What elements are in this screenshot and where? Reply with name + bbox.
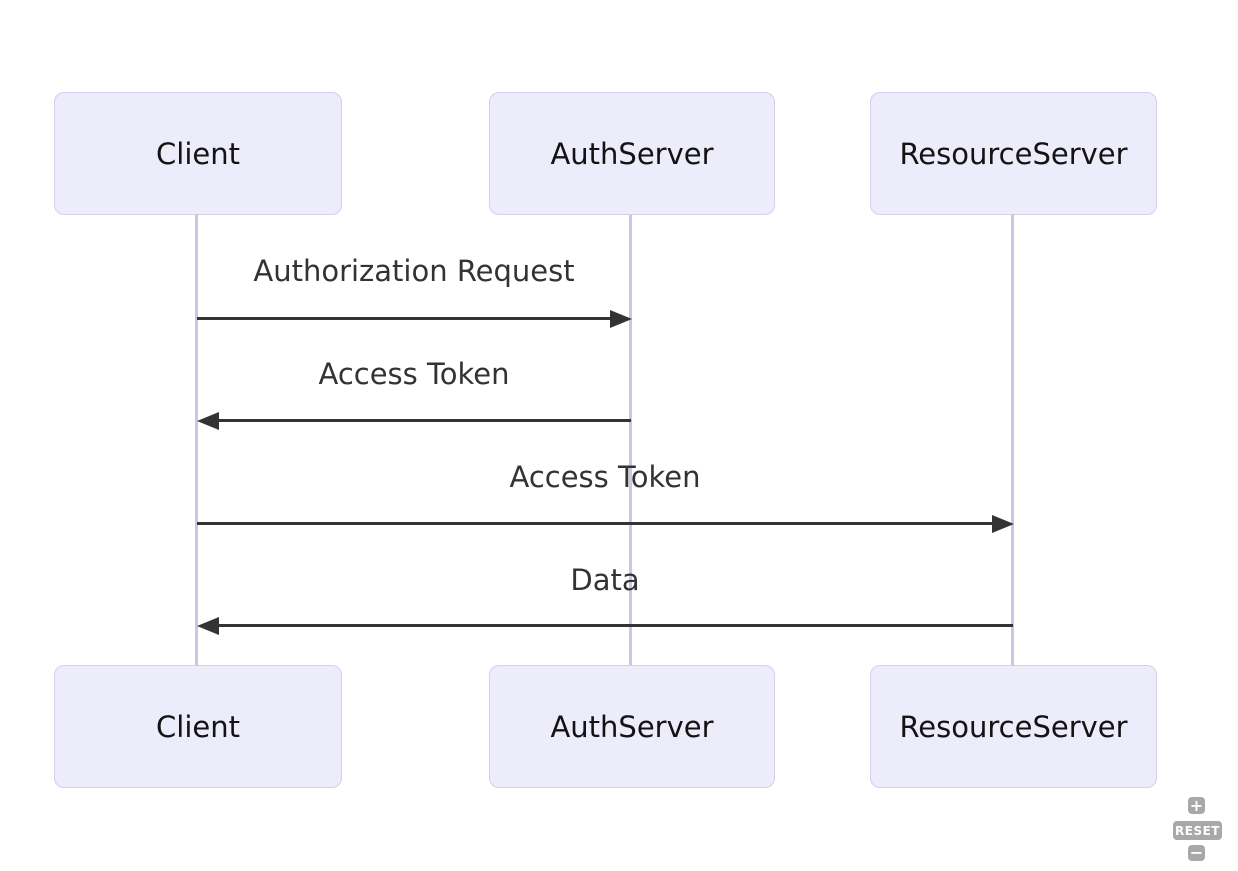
message-label-access-token-2: Access Token xyxy=(509,460,701,494)
zoom-in-button[interactable]: + xyxy=(1188,797,1205,814)
plus-icon: + xyxy=(1189,795,1204,815)
lifeline-client xyxy=(195,215,198,665)
actor-label: Client xyxy=(156,136,240,171)
message-label-authorization-request: Authorization Request xyxy=(253,254,575,288)
actor-bottom-authserver: AuthServer xyxy=(489,665,775,788)
message-label-access-token: Access Token xyxy=(318,357,510,391)
arrowhead-left-icon xyxy=(197,412,219,430)
actor-top-authserver: AuthServer xyxy=(489,92,775,215)
zoom-out-button[interactable]: − xyxy=(1188,845,1205,861)
arrowhead-right-icon xyxy=(992,515,1014,533)
lifeline-resourceserver xyxy=(1011,215,1014,665)
actor-bottom-client: Client xyxy=(54,665,342,788)
actor-top-resourceserver: ResourceServer xyxy=(870,92,1157,215)
actor-bottom-resourceserver: ResourceServer xyxy=(870,665,1157,788)
message-arrow-line xyxy=(216,624,1013,627)
minus-icon: − xyxy=(1189,843,1204,862)
lifeline-authserver xyxy=(629,215,632,665)
message-arrow-line xyxy=(216,419,631,422)
actor-label: ResourceServer xyxy=(899,136,1128,171)
actor-label: AuthServer xyxy=(550,709,714,744)
message-arrow-line xyxy=(197,522,994,525)
arrowhead-left-icon xyxy=(197,617,219,635)
reset-button-label: RESET xyxy=(1175,823,1220,838)
actor-label: Client xyxy=(156,709,240,744)
message-arrow-line xyxy=(197,317,612,320)
actor-label: AuthServer xyxy=(550,136,714,171)
actor-top-client: Client xyxy=(54,92,342,215)
arrowhead-right-icon xyxy=(610,310,632,328)
actor-label: ResourceServer xyxy=(899,709,1128,744)
reset-zoom-button[interactable]: RESET xyxy=(1173,821,1222,840)
message-label-data: Data xyxy=(570,563,640,597)
